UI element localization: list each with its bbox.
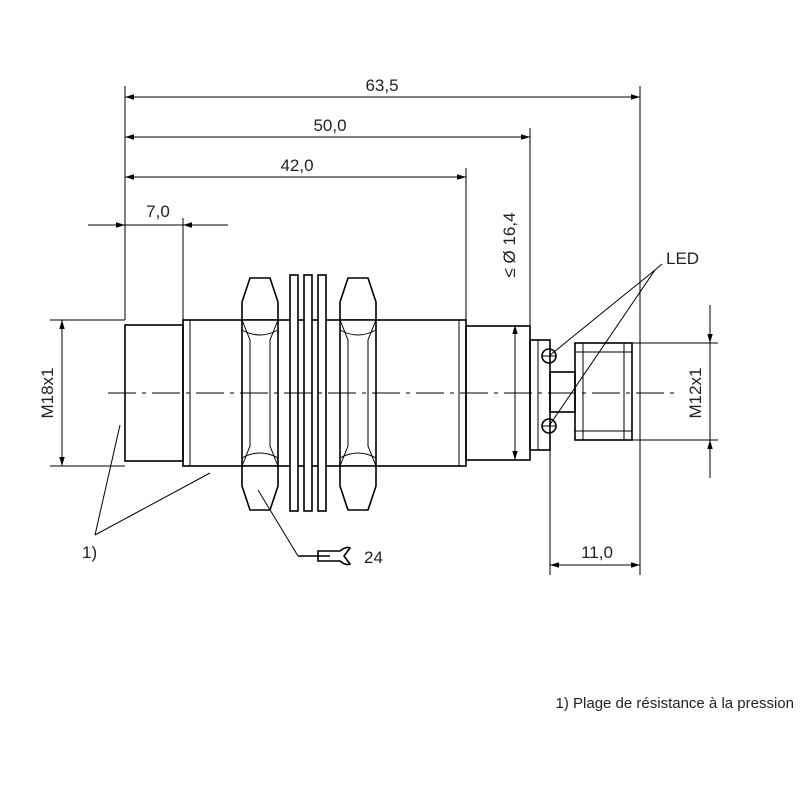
pressure-callout: 1)	[82, 424, 211, 562]
footnote: 1) Plage de résistance à la pression	[556, 695, 794, 712]
dimension-11-0: 11,0	[550, 543, 640, 568]
dim-thread-length: 42,0	[280, 156, 313, 175]
dimension-7-0: 7,0	[88, 202, 228, 228]
dim-connector-length: 11,0	[581, 543, 613, 562]
dim-max-diameter: ≤ Ø 16,4	[500, 212, 519, 277]
thread-m18-label: M18x1	[38, 367, 57, 418]
dim-overall-length: 63,5	[365, 76, 398, 95]
wrench-callout: 24	[257, 489, 383, 567]
dimension-63-5: 63,5	[125, 76, 640, 100]
dimension-50-0: 50,0	[125, 116, 530, 140]
dimension-diameter-16-4: ≤ Ø 16,4	[500, 212, 519, 460]
dim-unthreaded-length: 7,0	[146, 202, 170, 221]
dimension-m12: M12x1	[686, 305, 713, 478]
dimension-m18: M18x1	[38, 320, 65, 466]
dimension-42-0: 42,0	[125, 156, 466, 180]
nut-right	[339, 277, 377, 511]
pressure-ref-label: 1)	[82, 543, 97, 562]
extension-lines	[50, 86, 718, 575]
thread-m12-label: M12x1	[686, 367, 705, 418]
wrench-size-label: 24	[364, 548, 383, 567]
nut-left	[241, 277, 279, 511]
dim-length-to-connector: 50,0	[313, 116, 346, 135]
wrench-icon	[298, 546, 352, 566]
m12-connector	[574, 342, 633, 441]
led-label: LED	[666, 249, 699, 268]
led-callout: LED	[548, 249, 699, 427]
sensor-body	[108, 274, 680, 512]
